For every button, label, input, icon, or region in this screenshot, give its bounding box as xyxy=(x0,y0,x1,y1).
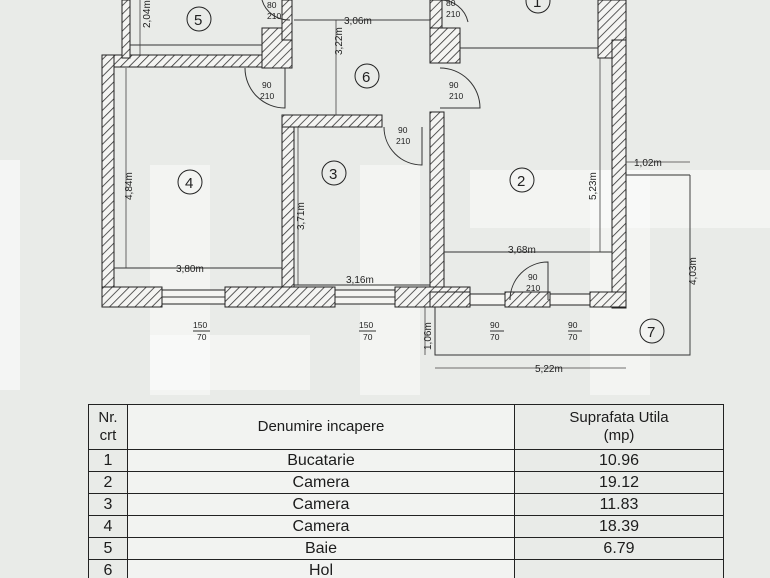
cell-name: Camera xyxy=(127,515,515,538)
svg-text:90: 90 xyxy=(262,80,272,90)
cell-nr: 3 xyxy=(88,493,128,516)
svg-text:3: 3 xyxy=(329,166,337,183)
svg-text:70: 70 xyxy=(363,332,373,342)
svg-text:4: 4 xyxy=(185,175,193,192)
cell-area: 18.39 xyxy=(514,515,724,538)
cell-nr: 1 xyxy=(88,449,128,472)
cell-name: Baie xyxy=(127,537,515,560)
cell-name: Camera xyxy=(127,471,515,494)
svg-text:7: 7 xyxy=(647,324,655,341)
svg-text:1: 1 xyxy=(533,0,541,11)
header-area: Suprafata Utila (mp) xyxy=(514,404,724,450)
watermark xyxy=(0,160,770,395)
dimension-label: 3,71m xyxy=(296,202,307,230)
svg-text:5: 5 xyxy=(194,12,202,29)
room-marker-1: 1 xyxy=(525,0,551,14)
dimension-label: 3,80m xyxy=(176,264,204,275)
svg-text:70: 70 xyxy=(490,332,500,342)
dimension-label: 4,03m xyxy=(688,257,699,285)
room-marker-6: 6 xyxy=(354,63,380,89)
svg-text:150: 150 xyxy=(193,320,207,330)
cell-name: Camera xyxy=(127,493,515,516)
svg-text:210: 210 xyxy=(449,91,463,101)
room-marker-4: 4 xyxy=(177,169,203,195)
dimension-label: 5,22m xyxy=(535,364,563,375)
svg-text:6: 6 xyxy=(362,69,370,86)
svg-text:70: 70 xyxy=(197,332,207,342)
svg-text:90: 90 xyxy=(490,320,500,330)
svg-text:90: 90 xyxy=(568,320,578,330)
room-marker-3: 3 xyxy=(321,160,347,186)
svg-text:90: 90 xyxy=(398,125,408,135)
svg-text:150: 150 xyxy=(359,320,373,330)
dimension-label: 5,23m xyxy=(588,172,599,200)
header-nr: Nr. crt xyxy=(88,404,128,450)
dimension-label: 3,22m xyxy=(334,27,345,55)
svg-text:210: 210 xyxy=(446,9,460,19)
svg-text:210: 210 xyxy=(260,91,274,101)
svg-text:90: 90 xyxy=(449,80,459,90)
dimension-labels: 2,04m 3,06m 3,22m 4,84m 3,71m 5,23m 1,02… xyxy=(124,0,699,375)
cell-nr: 6 xyxy=(88,559,128,578)
svg-text:2: 2 xyxy=(517,173,525,190)
cell-nr: 5 xyxy=(88,537,128,560)
cell-area: 19.12 xyxy=(514,471,724,494)
table-header-row: Nr. crt Denumire incapere Suprafata Util… xyxy=(88,404,724,450)
cell-area: 11.83 xyxy=(514,493,724,516)
svg-text:70: 70 xyxy=(568,332,578,342)
walls xyxy=(101,0,627,309)
dimension-label: 4,84m xyxy=(124,172,135,200)
svg-text:80: 80 xyxy=(446,0,456,8)
svg-text:210: 210 xyxy=(267,11,281,21)
room-markers: 1 2 3 4 5 6 7 xyxy=(177,0,665,344)
svg-text:90: 90 xyxy=(528,272,538,282)
room-marker-2: 2 xyxy=(509,167,535,193)
dimension-lines xyxy=(125,0,691,369)
cell-nr: 2 xyxy=(88,471,128,494)
cell-area: 10.96 xyxy=(514,449,724,472)
header-name: Denumire incapere xyxy=(127,404,515,450)
dimension-label: 2,04m xyxy=(142,0,153,28)
cell-area: 6.79 xyxy=(514,537,724,560)
svg-text:80: 80 xyxy=(267,0,277,10)
room-marker-5: 5 xyxy=(186,6,212,32)
cell-name: Bucatarie xyxy=(127,449,515,472)
dimension-label: 1,02m xyxy=(634,158,662,169)
dimension-label: 1,06m xyxy=(423,322,434,350)
cell-area xyxy=(514,559,724,578)
svg-text:210: 210 xyxy=(526,283,540,293)
svg-text:210: 210 xyxy=(396,136,410,146)
room-area-table-wrapper: Nr. crt Denumire incapere Suprafata Util… xyxy=(0,395,770,578)
door-swings xyxy=(244,0,549,301)
cell-nr: 4 xyxy=(88,515,128,538)
cell-name: Hol xyxy=(127,559,515,578)
dimension-label: 3,06m xyxy=(344,16,372,27)
room-marker-7: 7 xyxy=(639,318,665,344)
room-area-table: Nr. crt Denumire incapere Suprafata Util… xyxy=(88,404,724,578)
dimension-label: 3,16m xyxy=(346,275,374,286)
dimension-label: 3,68m xyxy=(508,245,536,256)
